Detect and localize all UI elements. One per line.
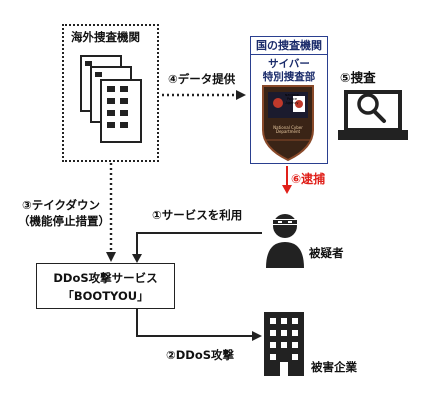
cyber-unit-title: サイバー 特別捜査部 bbox=[250, 58, 328, 83]
national-agency-header: 国の捜査機関 bbox=[251, 37, 327, 55]
emblem-lower-text: National Cyber Department bbox=[273, 125, 303, 135]
ddos-service-brand: 「BOOTYOU」 bbox=[62, 289, 149, 303]
victim-label: 被害企業 bbox=[311, 360, 357, 374]
ddos-service-name: DDoS攻撃サービス bbox=[53, 271, 158, 285]
use-service-label: ①サービスを利用 bbox=[152, 208, 243, 222]
investigate-label: ⑤捜査 bbox=[340, 70, 376, 85]
emblem-text: National Police Agency bbox=[284, 94, 300, 105]
suspect-label: 被疑者 bbox=[309, 246, 344, 260]
ddos-service-box: DDoS攻撃サービス 「BOOTYOU」 bbox=[36, 263, 175, 309]
data-provide-label: ④データ提供 bbox=[168, 72, 236, 86]
cyber-unit-line2: 特別捜査部 bbox=[262, 70, 316, 83]
cyber-unit-line1: サイバー bbox=[268, 58, 310, 70]
arrest-label: ⑥逮捕 bbox=[291, 172, 326, 186]
takedown-label-1: ③テイクダウン bbox=[22, 198, 101, 212]
ddos-attack-label: ②DDoS攻撃 bbox=[166, 348, 235, 362]
overseas-agency-label: 海外捜査機関 bbox=[71, 30, 140, 44]
takedown-label-2: （機能停止措置） bbox=[18, 214, 110, 228]
overseas-agency-box bbox=[62, 24, 159, 162]
